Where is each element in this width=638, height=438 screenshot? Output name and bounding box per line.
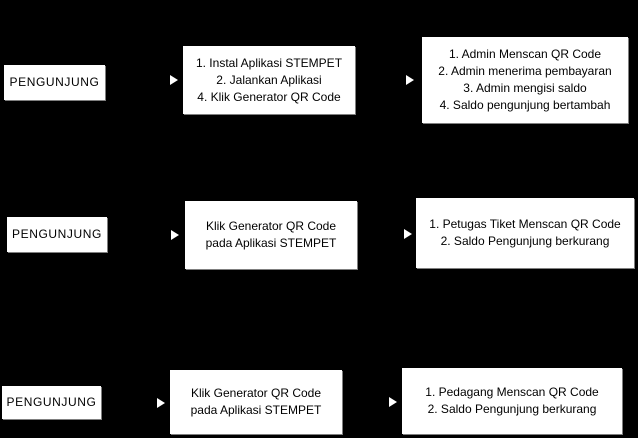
step-line: 1. Admin Menscan QR Code [448, 47, 602, 61]
step-line: Klik Generator QR Code [205, 219, 337, 233]
step-line: pada Aplikasi STEMPET [190, 403, 322, 417]
step-line: 4. Klik Generator QR Code [197, 89, 341, 104]
step1-box-row1: 1. Instal Aplikasi STEMPET 2. Jalankan A… [183, 46, 355, 114]
step1-box-row2: Klik Generator QR Code pada Aplikasi STE… [185, 201, 357, 269]
actor-label-row1: PENGUNJUNG [9, 75, 100, 89]
actor-box-row1: PENGUNJUNG [4, 65, 105, 100]
actor-label-row3: PENGUNJUNG [6, 395, 97, 409]
step-line: 2. Saldo Pengunjung berkurang [427, 402, 597, 416]
step-line: 1. Pedagang Menscan QR Code [425, 385, 599, 399]
step2-box-row2: 1. Petugas Tiket Menscan QR Code 2. Sald… [416, 198, 634, 268]
step-line: 2. Admin menerima pembayaran [438, 64, 612, 78]
step-line: Klik Generator QR Code [190, 386, 322, 400]
arrow-right-icon [404, 229, 412, 239]
step-line: 3. Admin mengisi saldo [463, 81, 587, 95]
arrow-right-icon [157, 398, 165, 408]
step2-box-row1: 1. Admin Menscan QR Code 2. Admin meneri… [422, 37, 628, 123]
step-line: 1. Instal Aplikasi STEMPET [195, 55, 343, 70]
step-line: pada Aplikasi STEMPET [205, 236, 337, 250]
arrow-right-icon [170, 75, 178, 85]
arrow-right-icon [406, 75, 414, 85]
step-line: 4. Saldo pengunjung bertambah [439, 98, 611, 112]
actor-label-row2: PENGUNJUNG [11, 227, 102, 241]
step-line: 2. Jalankan Aplikasi [216, 72, 322, 87]
actor-box-row3: PENGUNJUNG [2, 386, 101, 419]
arrow-right-icon [389, 397, 397, 407]
step2-box-row3: 1. Pedagang Menscan QR Code 2. Saldo Pen… [402, 368, 622, 434]
step1-box-row3: Klik Generator QR Code pada Aplikasi STE… [170, 370, 342, 434]
step-line: 1. Petugas Tiket Menscan QR Code [429, 217, 621, 231]
actor-box-row2: PENGUNJUNG [7, 217, 107, 252]
step-line: 2. Saldo Pengunjung berkurang [440, 234, 610, 248]
arrow-right-icon [171, 230, 179, 240]
